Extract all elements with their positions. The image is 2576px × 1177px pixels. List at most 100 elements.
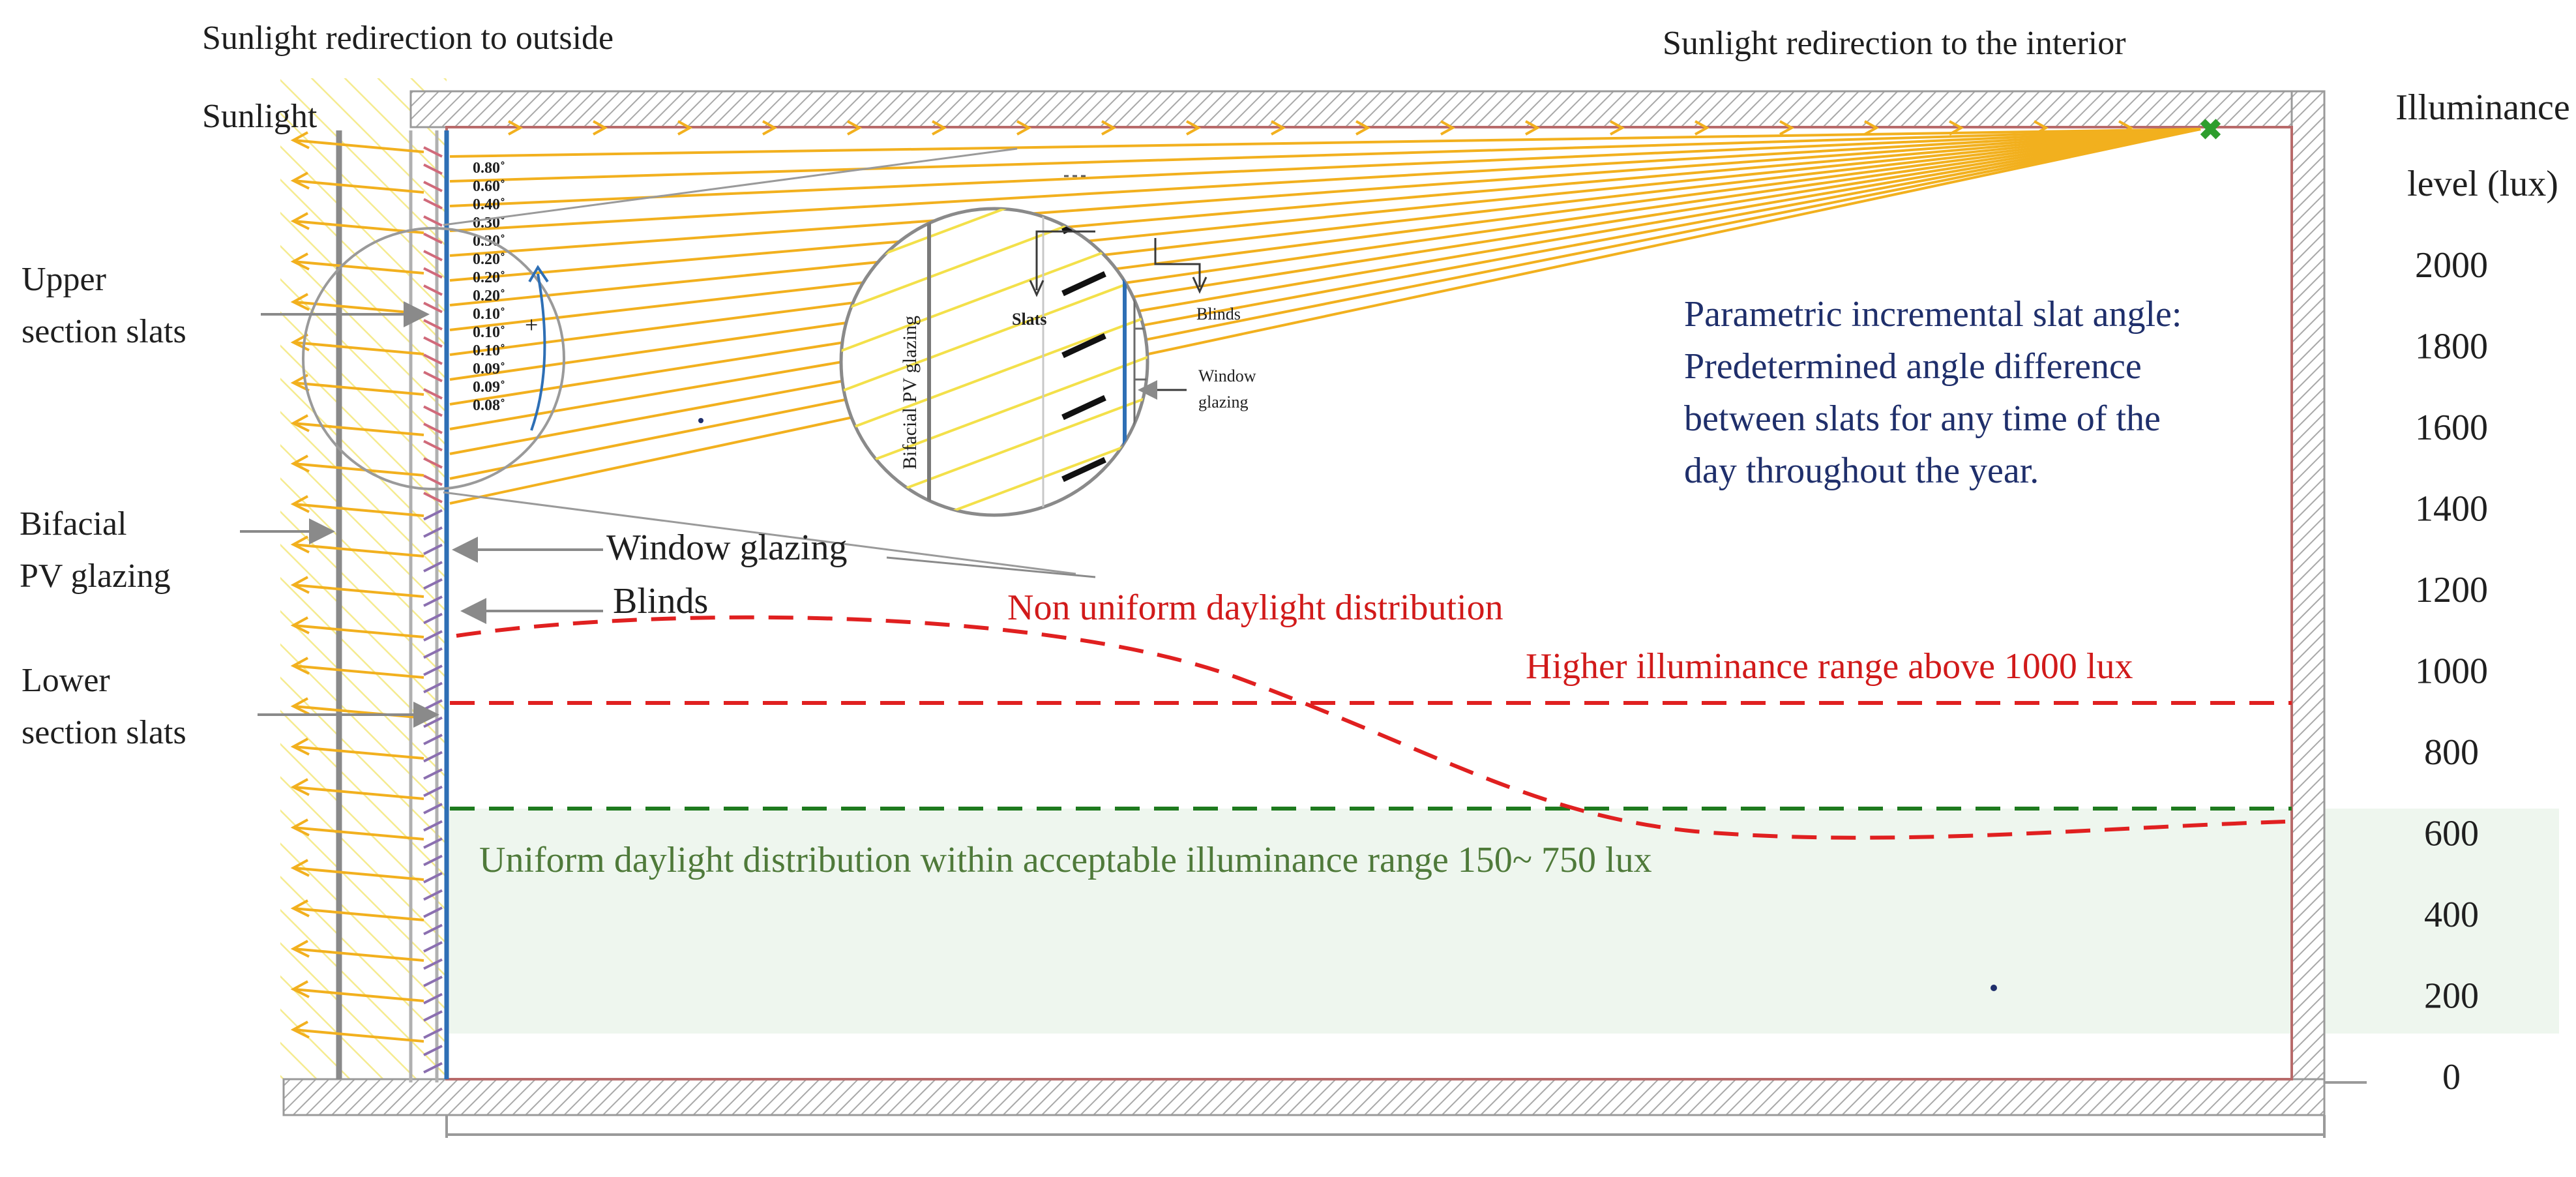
ray-direction-arrow: [1355, 120, 1371, 136]
interior-ray: [449, 128, 2201, 430]
outside-ray-arrowhead: [290, 980, 310, 998]
ceiling-wall: [409, 90, 2326, 128]
blind-slat: [423, 474, 443, 486]
interior-ray: [449, 128, 2201, 406]
blind-slat: [423, 820, 443, 832]
slat-angle-label: 0.10˚: [473, 342, 505, 359]
blind-slat: [423, 872, 443, 884]
ray-direction-arrow: [1695, 120, 1710, 136]
ray-direction-arrow: [762, 120, 778, 136]
scale-tick-label: 400: [2424, 895, 2479, 935]
ray-direction-arrow: [1779, 120, 1795, 136]
ray-direction-arrow: [1186, 120, 1202, 136]
blind-slat: [423, 958, 443, 970]
outside-ray-arrowhead: [290, 737, 310, 756]
blind-slat: [423, 215, 443, 227]
outside-ray: [293, 139, 424, 153]
outside-ray-arrowhead: [290, 293, 310, 311]
magnified-inset: Bifacial PV glazing Slats Blinds Window …: [839, 175, 1256, 517]
inset-window-label-line2: glazing: [1198, 393, 1249, 411]
interior-ray: [449, 128, 2201, 183]
inset-slat: [1061, 333, 1106, 359]
parametric-label-line4: day throughout the year.: [1684, 451, 2039, 491]
interior-ray: [449, 128, 2201, 207]
target-marker-icon: ✖: [2198, 114, 2223, 146]
outside-ray: [293, 664, 424, 679]
inset-ray: [841, 434, 1147, 515]
inset-pv-label: Bifacial PV glazing: [899, 316, 921, 469]
slat-angle-label: 0.20˚: [473, 269, 505, 286]
inset-ray: [841, 232, 1147, 352]
blind-slat: [423, 232, 443, 245]
bifacial-label-line1: Bifacial: [20, 505, 127, 543]
ray-direction-arrow: [1610, 120, 1625, 136]
blind-slat: [423, 457, 443, 469]
scale-tick-label: 1400: [2415, 489, 2488, 529]
blind-slat: [423, 734, 443, 745]
blind-slat: [423, 681, 443, 694]
inset-connector-bottom: [443, 491, 1076, 575]
parametric-label-line2: Predetermined angle difference: [1684, 346, 2142, 387]
outside-ray-arrowhead: [290, 778, 310, 796]
ray-direction-arrow: [1016, 120, 1032, 136]
blind-slat: [423, 941, 443, 953]
blind-slat: [423, 526, 443, 538]
outside-ray-arrowhead: [290, 212, 310, 230]
scale-tick-label: 200: [2424, 976, 2479, 1017]
blind-slat: [423, 992, 443, 1005]
scale-tick-label: 2000: [2415, 245, 2488, 286]
blind-slat: [423, 440, 443, 452]
slat-angle-label: 0.10˚: [473, 306, 505, 323]
inset-ray: [841, 313, 1147, 433]
outside-ray: [293, 786, 424, 800]
lower-slats-label-line2: section slats: [22, 714, 186, 751]
interior-ray: [449, 128, 2201, 232]
slat-angle-label: 0.80˚: [473, 160, 505, 177]
outside-ray-arrowhead: [290, 657, 310, 675]
interior-ray: [449, 128, 2201, 306]
ray-direction-arrow: [2034, 120, 2049, 136]
ray-direction-arrow: [508, 120, 524, 136]
scale-tick-label: 1200: [2415, 570, 2488, 610]
interior-ray: [449, 128, 2201, 505]
higher-range-label: Higher illuminance range above 1000 lux: [1526, 646, 2133, 687]
blind-slats: [423, 146, 443, 1074]
interior-ray: [449, 128, 2201, 257]
ray-direction-arrow: [593, 120, 608, 136]
ray-direction-arrow: [1271, 120, 1286, 136]
slat-angle-label: 0.20˚: [473, 251, 505, 268]
plus-sign: +: [525, 312, 538, 338]
inset-ray: [841, 209, 1147, 271]
outside-ray: [293, 745, 424, 760]
slat-angle-label: 0.10˚: [473, 324, 505, 341]
outside-ray-arrowhead: [290, 940, 310, 958]
uniform-label: Uniform daylight distribution within acc…: [479, 840, 1652, 880]
blind-slat: [423, 388, 443, 400]
sensor-dot: [698, 418, 703, 423]
blind-slat: [423, 578, 443, 590]
outside-ray: [293, 462, 424, 477]
interior-ray: [449, 128, 2201, 158]
outside-ray: [293, 1028, 424, 1043]
outside-ray: [293, 826, 424, 841]
blind-slat: [423, 612, 443, 625]
blind-slat: [423, 906, 443, 918]
blind-slat: [423, 423, 443, 434]
uniform-illuminance-band: [443, 809, 2559, 1034]
blind-slat: [423, 785, 443, 797]
non-uniform-label: Non uniform daylight distribution: [1007, 588, 1503, 628]
scale-tick-label: 1600: [2415, 408, 2488, 448]
outside-ray: [293, 422, 424, 436]
sensor-dot: [1991, 985, 1997, 991]
inset-slat: [1061, 209, 1106, 235]
blind-slat: [423, 1045, 443, 1056]
ray-direction-arrow: [677, 120, 693, 136]
outside-ray-arrowhead: [290, 252, 310, 271]
blind-slat: [423, 181, 443, 192]
outside-ray: [293, 503, 424, 517]
bifacial-label-line2: PV glazing: [20, 558, 171, 595]
outside-ray-arrowhead: [290, 535, 310, 554]
outside-ray: [293, 867, 424, 881]
interior-ray: [449, 128, 2201, 381]
parametric-label-line3: between slats for any time of the: [1684, 398, 2161, 439]
